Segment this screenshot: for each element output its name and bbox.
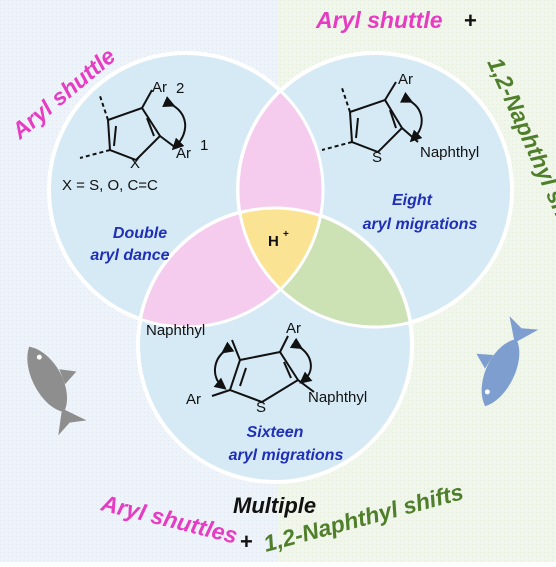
struct-double-ar2-sup: 2 (176, 80, 184, 97)
caption-sixteen-line2: aryl migrations (229, 447, 344, 464)
structure-sixteen: S Naphthyl Ar Ar Naphthyl (146, 320, 367, 416)
struct-double-caption: X = S, O, C=C (62, 177, 158, 194)
caption-eight-line2: aryl migrations (363, 216, 478, 233)
struct-sixteen-atom-s: S (256, 399, 266, 416)
structure-eight: S Ar Naphthyl (321, 71, 479, 166)
struct-sixteen-ar-top: Ar (286, 320, 301, 337)
label-multiple: Multiple (233, 493, 316, 518)
struct-sixteen-ar-left: Ar (186, 391, 201, 408)
caption-sixteen-line1: Sixteen (247, 424, 304, 441)
center-label-superscript: + (283, 229, 289, 240)
struct-eight-atom-s: S (372, 149, 382, 166)
fish-icon-left (27, 346, 87, 436)
struct-double-ar2: Ar (152, 79, 167, 96)
struct-sixteen-naphthyl-left: Naphthyl (146, 322, 205, 339)
center-label: H (268, 233, 279, 250)
struct-double-atom-x: X (130, 155, 140, 172)
label-plus-bottom: + (240, 529, 253, 554)
label-plus-top: + (464, 8, 477, 33)
struct-eight-naphthyl: Naphthyl (420, 144, 479, 161)
struct-eight-ar: Ar (398, 71, 413, 88)
caption-double-line2: aryl dance (90, 247, 169, 264)
struct-double-ar1-sup: 1 (200, 137, 208, 154)
structure-double: X Ar 2 Ar 1 X = S, O, C=C (62, 79, 208, 194)
caption-eight-line1: Eight (392, 192, 433, 209)
caption-double-line1: Double (113, 225, 167, 242)
struct-double-ar1: Ar (176, 145, 191, 162)
overlap-left (138, 208, 323, 327)
fish-icon-right (476, 316, 539, 407)
struct-sixteen-naphthyl-right: Naphthyl (308, 389, 367, 406)
label-aryl-shuttle-top: Aryl shuttle (315, 7, 443, 33)
overlap-right (238, 208, 412, 327)
